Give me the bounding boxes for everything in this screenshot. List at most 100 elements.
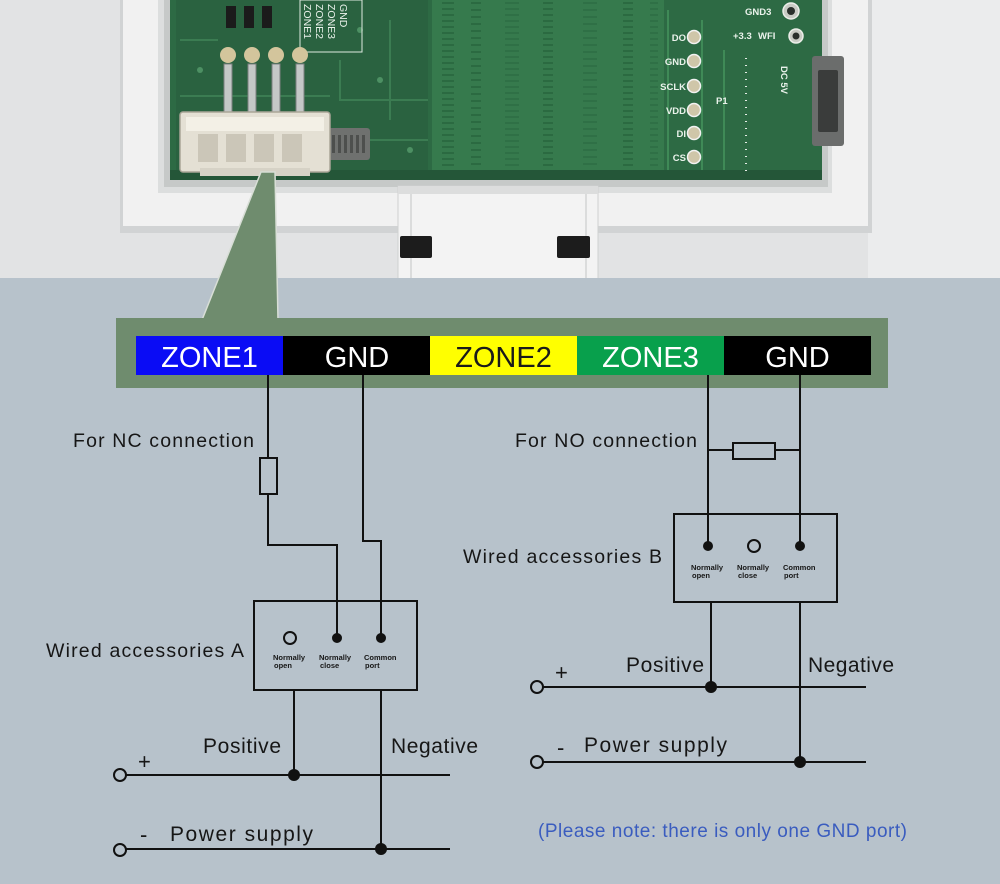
- silk-pin-cs: CS: [673, 153, 686, 164]
- connector-housing-lip: [186, 117, 324, 131]
- connector-pad: [244, 47, 260, 63]
- power-supply-label-b: Power supply: [584, 734, 728, 757]
- port-label-zone2: ZONE2: [455, 342, 552, 374]
- silk-pin-gnd: GND: [665, 57, 686, 68]
- silk-pin-do: DO: [672, 33, 686, 44]
- power-supply-label-a: Power supply: [170, 823, 314, 846]
- connector-pad: [292, 47, 308, 63]
- minus-sign-b: -: [557, 735, 564, 760]
- silk-zone1: ZONE1: [301, 4, 313, 39]
- nc-connection-title: For NC connection: [73, 430, 254, 452]
- port-cell-zone2: [430, 336, 577, 375]
- connector-pad: [268, 47, 284, 63]
- junction-positive-a: [288, 769, 300, 781]
- wire-resistor-to-normally-close: [267, 494, 338, 638]
- pcb: ZONE1 ZONE2 ZONE3 GND GND3: [170, 0, 822, 180]
- silk-gnd3: GND3: [745, 7, 771, 18]
- port-label-zone1: ZONE1: [161, 342, 258, 374]
- silk-pin-vdd: VDD: [666, 106, 686, 117]
- terminal-label-b2-line1: Normally: [737, 563, 770, 572]
- silk-zone3: ZONE3: [325, 4, 337, 39]
- header-pad: [686, 53, 702, 69]
- terminal-label-a1-line1: Normally: [273, 653, 306, 662]
- terminal-label-a1-line2: open: [274, 661, 292, 670]
- usb-port-opening: [818, 70, 838, 132]
- header-pad: [686, 29, 702, 45]
- silk-pin-di: DI: [677, 129, 687, 140]
- pcb-middle-region: [432, 0, 664, 170]
- port-cell-gnd-1: [283, 336, 430, 375]
- photo-background-right: [868, 0, 1000, 280]
- pcb-via: [197, 67, 203, 73]
- junction-negative-b: [794, 756, 806, 768]
- plus-sign-a: +: [138, 749, 151, 774]
- connector-slot: [254, 134, 274, 162]
- accessory-b-box: [673, 513, 838, 603]
- wire-gnd-to-common-port: [362, 375, 382, 638]
- junction-negative-a: [375, 843, 387, 855]
- supply-positive-terminal-a: [113, 768, 127, 782]
- nc-connection-diagram: For NC connection Normally open Normally…: [46, 375, 478, 857]
- mount-clip-left: [400, 236, 432, 258]
- smd-component: [244, 6, 254, 28]
- silk-gnd: GND: [337, 4, 349, 28]
- terminal-label-a2-line1: Normally: [319, 653, 352, 662]
- port-label-gnd-1: GND: [325, 342, 389, 374]
- device-photo: ZONE1 ZONE2 ZONE3 GND GND3: [0, 0, 1000, 281]
- mounting-hole-center: [787, 7, 795, 15]
- silk-3v3: +3.3: [733, 31, 752, 42]
- terminal-normally-close-a: [332, 633, 342, 643]
- connector-slot: [282, 134, 302, 162]
- silk-zone2: ZONE2: [313, 4, 325, 39]
- connector-slot: [198, 134, 218, 162]
- supply-negative-terminal-b: [530, 755, 544, 769]
- pcb-trace: [667, 10, 725, 170]
- positive-label-a: Positive: [203, 735, 281, 758]
- terminal-normally-open-a: [283, 631, 297, 645]
- header-pad: [686, 102, 702, 118]
- negative-label-b: Negative: [808, 654, 894, 677]
- port-callout: ZONE1 GND ZONE2 ZONE3 GND: [116, 171, 888, 388]
- minus-sign-a: -: [140, 822, 147, 847]
- silk-dc5v: DC 5V: [778, 66, 789, 95]
- supply-positive-terminal-b: [530, 680, 544, 694]
- header-pad: [686, 125, 702, 141]
- connector-foot: [200, 168, 310, 176]
- terminal-normally-close-b: [747, 539, 761, 553]
- silkscreen-box: [299, 0, 363, 53]
- header-pad: [686, 78, 702, 94]
- accessory-a-box: [253, 600, 418, 691]
- pcb-via: [407, 147, 413, 153]
- terminal-label-b3-line1: Common: [783, 563, 816, 572]
- junction-positive-b: [705, 681, 717, 693]
- pcb-bottom-edge: [170, 170, 822, 180]
- port-label-gnd-2: GND: [765, 342, 829, 374]
- port-cell-gnd-2: [724, 336, 871, 375]
- mount-block-shade: [398, 186, 598, 194]
- terminal-label-a2-line2: close: [320, 661, 339, 670]
- port-cell-zone1: [136, 336, 283, 375]
- header-pad: [686, 149, 702, 165]
- plus-sign-b: +: [555, 660, 568, 685]
- terminal-label-a3-line1: Common: [364, 653, 397, 662]
- terminal-label-a3-line2: port: [365, 661, 380, 670]
- silk-wifi: WFI: [758, 31, 775, 42]
- positive-label-b: Positive: [626, 654, 704, 677]
- pcb-via: [377, 77, 383, 83]
- gnd-port-note: (Please note: there is only one GND port…: [538, 821, 907, 842]
- silk-pin-sclk: SCLK: [660, 82, 686, 93]
- smd-component: [262, 6, 272, 28]
- terminal-normally-open-b: [703, 541, 713, 551]
- supply-negative-terminal-a: [113, 843, 127, 857]
- mount-clip-right: [557, 236, 590, 258]
- enclosure-mount-block: [397, 185, 599, 281]
- terminal-label-b3-line2: port: [784, 571, 799, 580]
- mounting-hole-center: [792, 32, 800, 40]
- smd-component: [226, 6, 236, 28]
- terminal-common-port-a: [376, 633, 386, 643]
- terminal-common-port-b: [795, 541, 805, 551]
- terminal-label-b1-line2: open: [692, 571, 710, 580]
- accessory-a-label: Wired accessories A: [46, 640, 244, 662]
- silk-p1: P1: [716, 96, 728, 107]
